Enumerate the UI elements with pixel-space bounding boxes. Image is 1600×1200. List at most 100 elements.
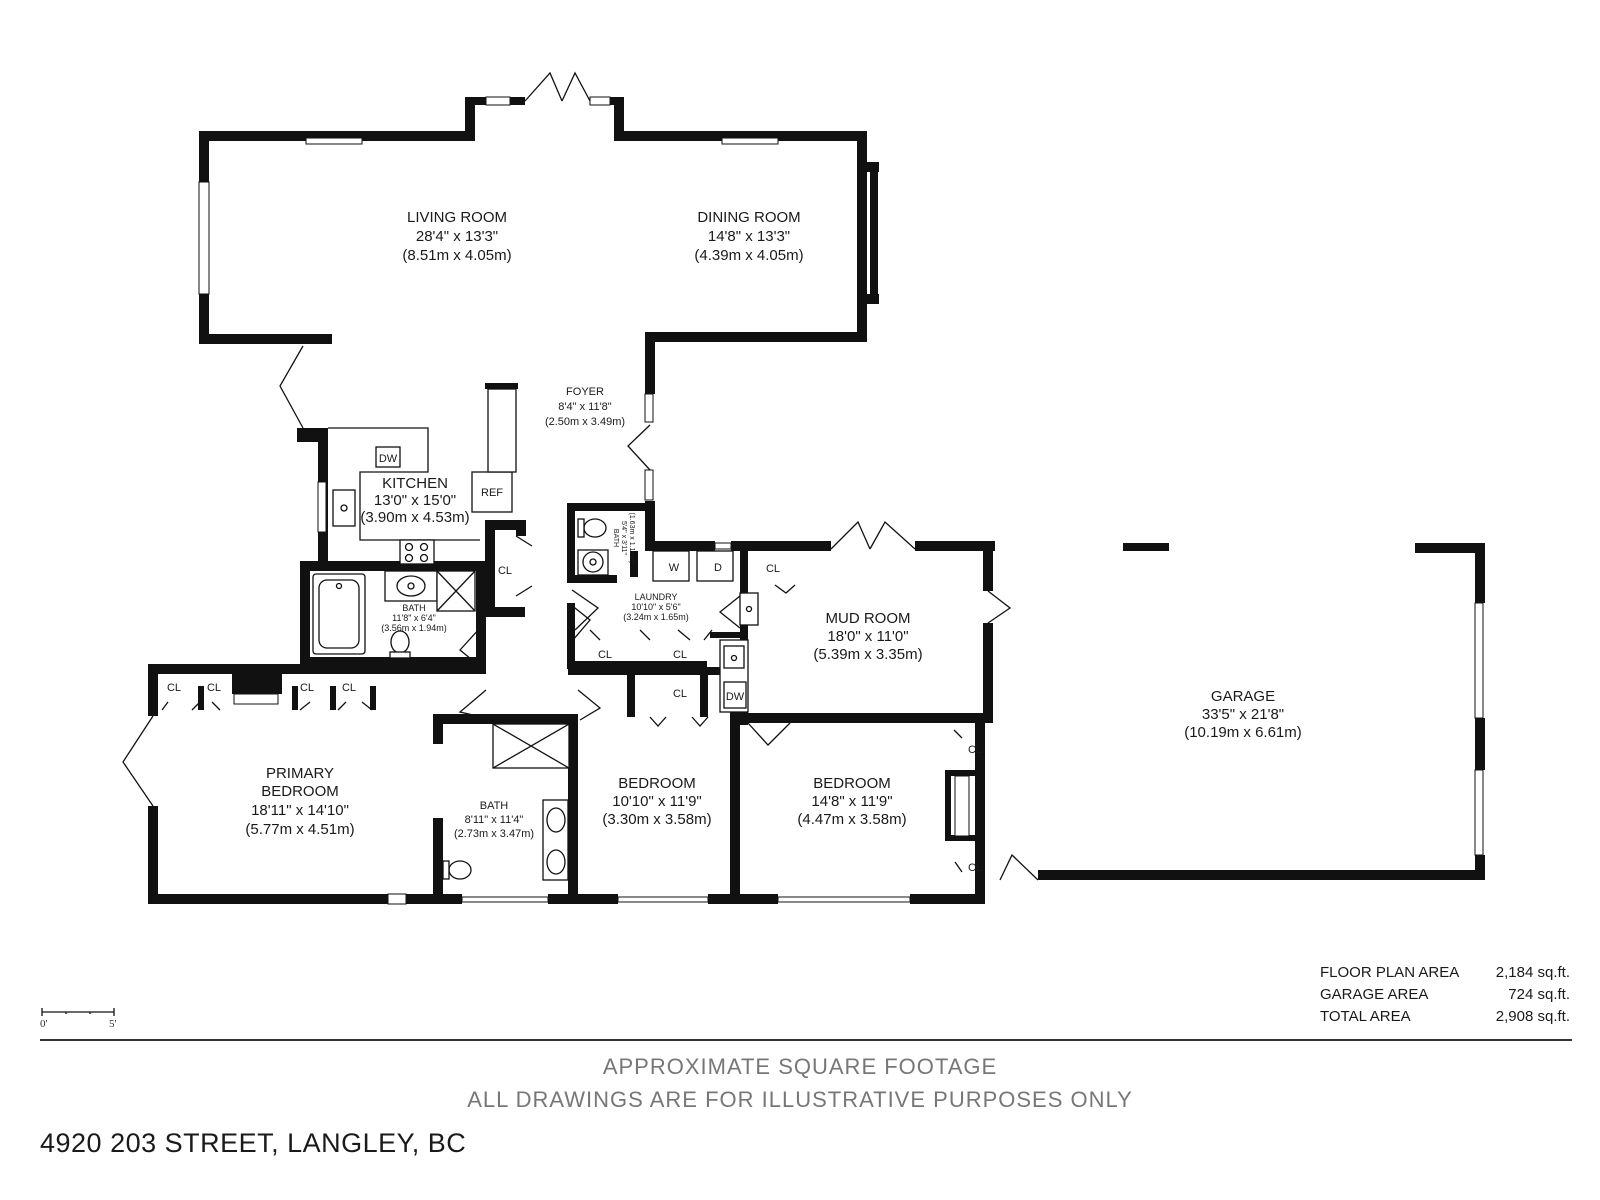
wall <box>567 503 575 583</box>
dryer-label: D <box>714 562 722 574</box>
wall <box>465 97 475 141</box>
door-swing <box>747 722 791 746</box>
mud-room-dim-imperial: 18'0" x 11'0" <box>827 628 908 645</box>
door-swing <box>953 729 963 873</box>
area-row-garage: GARAGE AREA 724 sq.ft. <box>1320 984 1570 1006</box>
toilet <box>448 860 472 880</box>
wall <box>630 551 638 577</box>
door-swing <box>569 603 591 641</box>
washer <box>652 550 690 582</box>
window <box>644 469 654 501</box>
door-swing <box>999 853 1039 881</box>
ensuite-bath-dim-metric: (2.73m x 3.47m) <box>454 828 534 840</box>
disclaimer-line-1: APPROXIMATE SQUARE FOOTAGE <box>602 1054 998 1079</box>
window <box>387 893 407 905</box>
wall <box>708 894 778 904</box>
bathtub-inner <box>318 579 360 649</box>
wall <box>910 894 985 904</box>
wall <box>945 835 975 841</box>
area-row-total: TOTAL AREA 2,908 sq.ft. <box>1320 1006 1570 1028</box>
door-swing <box>161 701 221 711</box>
closet-label: CL <box>342 682 356 694</box>
ensuite-bath-name: BATH <box>480 800 509 812</box>
wall <box>645 332 655 394</box>
wall <box>740 549 748 594</box>
door-swing <box>122 715 154 807</box>
dining-room-dim-imperial: 14'8" x 13'3" <box>708 228 790 245</box>
range-burner <box>419 542 429 552</box>
closet-label: CL <box>167 682 181 694</box>
bath-sink <box>546 849 566 875</box>
wall <box>645 501 655 551</box>
toilet <box>390 630 410 654</box>
area-value: 2,184 sq.ft. <box>1495 964 1570 981</box>
wall <box>945 770 975 776</box>
living-room-dim-metric: (8.51m x 4.05m) <box>402 247 511 264</box>
area-label: FLOOR PLAN AREA <box>1320 964 1460 981</box>
wall <box>567 575 617 583</box>
scale-bar <box>41 1008 115 1016</box>
washer-label: W <box>669 562 680 574</box>
primary-bedroom-dim-imperial: 18'11" x 14'10" <box>251 802 349 819</box>
closet-label: CL <box>673 649 687 661</box>
laundry-sink-drain <box>745 605 753 613</box>
closet-label: CL <box>598 649 612 661</box>
garage-dim-metric: (10.19m x 6.61m) <box>1184 724 1302 741</box>
wall <box>300 561 310 667</box>
wall <box>1475 855 1485 880</box>
door-swing <box>627 424 651 471</box>
primary-bedroom-name-line1: PRIMARY <box>266 765 334 782</box>
door-swing <box>774 584 796 594</box>
wall <box>614 97 624 141</box>
closet-label: CL <box>968 862 982 874</box>
window <box>721 137 779 145</box>
closet-label: CL <box>673 688 687 700</box>
scale-end-label: 5' <box>109 1018 117 1030</box>
kitchen-name: KITCHEN <box>382 475 448 492</box>
mud-room-name: MUD ROOM <box>826 610 911 627</box>
door-swing <box>459 627 483 669</box>
laundry-dim-imperial: 10'10" x 5'6" <box>631 602 680 612</box>
bath-sink-drain <box>407 582 415 590</box>
mud-room-dishwasher <box>723 681 747 709</box>
wall <box>645 541 715 551</box>
kitchen-sink-drain <box>340 504 348 512</box>
wall <box>1475 718 1485 770</box>
door-swing <box>458 689 487 719</box>
wall <box>975 713 985 904</box>
wall <box>945 770 951 841</box>
wall <box>568 667 733 675</box>
wall <box>700 667 708 717</box>
dryer <box>696 550 734 582</box>
wall <box>567 503 647 511</box>
wall <box>731 541 831 551</box>
mud-room-dim-metric: (5.39m x 3.35m) <box>813 646 922 663</box>
bath-main-dim-metric: (3.56m x 1.94m) <box>381 623 447 633</box>
wall <box>148 894 388 904</box>
area-label: GARAGE AREA <box>1320 986 1429 1003</box>
room-labels: LIVING ROOM 28'4" x 13'3" (8.51m x 4.05m… <box>245 209 1301 840</box>
door-swing <box>571 589 600 631</box>
wall <box>199 131 474 141</box>
door-swing <box>524 71 591 102</box>
wall <box>148 664 486 674</box>
closet-label: CL <box>766 563 780 575</box>
window <box>644 393 654 423</box>
ensuite-bath-dim-imperial: 8'11" x 11'4" <box>465 814 524 826</box>
kitchen-dim-metric: (3.90m x 4.53m) <box>360 509 469 526</box>
wall <box>330 686 336 710</box>
dining-room-dim-metric: (4.39m x 4.05m) <box>694 247 803 264</box>
wall <box>652 332 867 342</box>
wall <box>148 806 158 904</box>
door-swing <box>649 716 709 727</box>
exterior-walls <box>148 97 1485 904</box>
foyer-name: FOYER <box>566 386 604 398</box>
laundry-name: LAUNDRY <box>635 592 678 602</box>
toilet-tank <box>389 651 411 659</box>
wall <box>730 667 740 904</box>
wall <box>476 561 486 667</box>
disclaimer: APPROXIMATE SQUARE FOOTAGE ALL DRAWINGS … <box>0 1050 1600 1116</box>
window <box>198 181 210 295</box>
closet-label: CL <box>207 682 221 694</box>
window <box>589 96 611 106</box>
